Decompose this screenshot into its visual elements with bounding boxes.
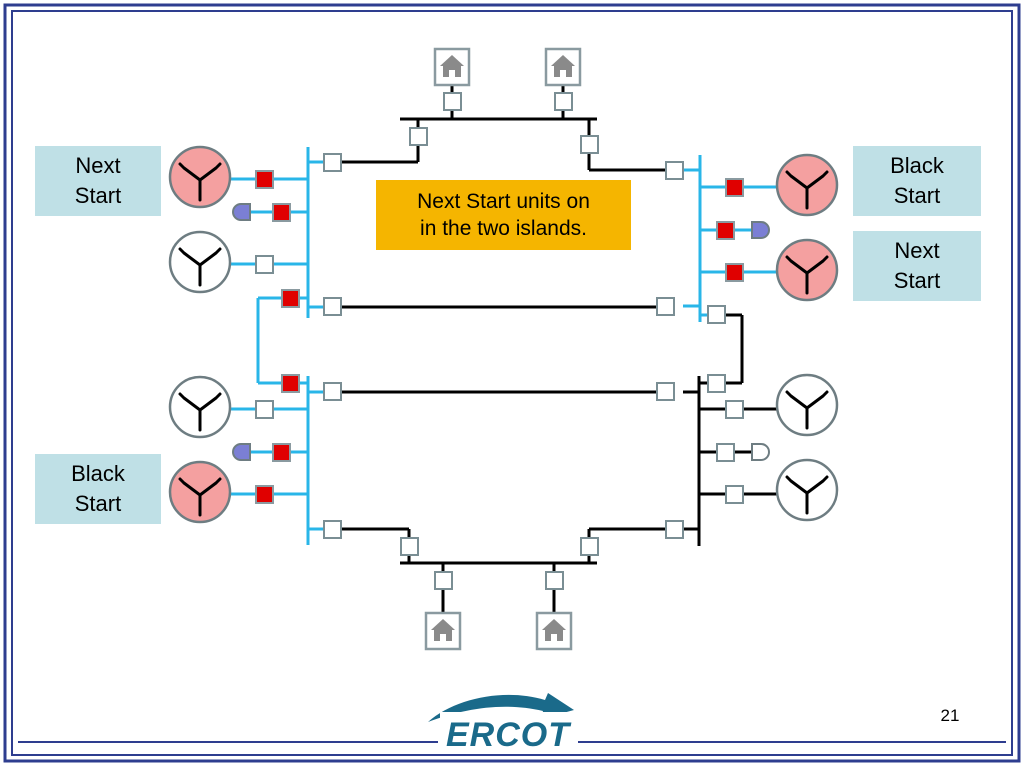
breaker-open: [656, 382, 675, 401]
breaker-closed: [255, 485, 274, 504]
breaker-open: [716, 443, 735, 462]
generator-lower-left-2-icon: [168, 460, 232, 524]
generator-lower-right-1-icon: [775, 373, 839, 437]
breaker-open: [323, 297, 342, 316]
breaker-closed: [725, 178, 744, 197]
breaker-closed: [716, 221, 735, 240]
load-top-1-icon: [433, 47, 471, 87]
closed-breakers: [255, 170, 744, 504]
breaker-open: [409, 127, 428, 146]
motor-lower-right-icon: [751, 443, 770, 461]
page-number: 21: [940, 706, 960, 725]
breaker-open: [545, 571, 564, 590]
ercot-logo-text: ERCOT: [446, 716, 572, 754]
breaker-open: [725, 400, 744, 419]
breaker-open: [707, 374, 726, 393]
motor-upper-left-icon: [232, 203, 251, 221]
open-breakers: [255, 92, 744, 590]
breaker-closed: [272, 443, 291, 462]
breaker-open: [255, 255, 274, 274]
generator-upper-right-2-icon: [775, 238, 839, 302]
breaker-open: [707, 305, 726, 324]
breaker-open: [656, 297, 675, 316]
label-black-start-bottom-left: Black Start: [35, 454, 161, 524]
breaker-open: [400, 537, 419, 556]
breaker-open: [323, 382, 342, 401]
breaker-open: [580, 135, 599, 154]
breaker-open: [665, 520, 684, 539]
motor-upper-right-icon: [751, 221, 770, 239]
load-top-2-icon: [544, 47, 582, 87]
de-energized-wires: [341, 84, 778, 614]
breaker-open: [255, 400, 274, 419]
load-bottom-1-icon: [424, 611, 462, 651]
label-next-start-top-left: Next Start: [35, 146, 161, 216]
breaker-closed: [272, 203, 291, 222]
label-next-start-right: Next Start: [853, 231, 981, 301]
generator-lower-right-2-icon: [775, 458, 839, 522]
breaker-open: [323, 153, 342, 172]
breaker-closed: [281, 374, 300, 393]
breaker-closed: [281, 289, 300, 308]
generator-lower-left-1-icon: [168, 375, 232, 439]
slide-frame: [3, 3, 1021, 763]
label-black-start-top-right: Black Start: [853, 146, 981, 216]
breaker-open: [725, 485, 744, 504]
ercot-logo: ERCOT: [18, 693, 1006, 754]
breaker-open: [323, 520, 342, 539]
generator-upper-right-1-icon: [775, 153, 839, 217]
breaker-open: [554, 92, 573, 111]
breaker-open: [443, 92, 462, 111]
breaker-closed: [255, 170, 274, 189]
breaker-open: [665, 161, 684, 180]
generator-upper-left-1-icon: [168, 145, 232, 209]
breaker-closed: [725, 263, 744, 282]
breaker-open: [580, 537, 599, 556]
generator-upper-left-2-icon: [168, 230, 232, 294]
breaker-open: [434, 571, 453, 590]
callout-box: Next Start units on in the two islands.: [376, 180, 631, 250]
load-bottom-2-icon: [535, 611, 573, 651]
motor-lower-left-icon: [232, 443, 251, 461]
